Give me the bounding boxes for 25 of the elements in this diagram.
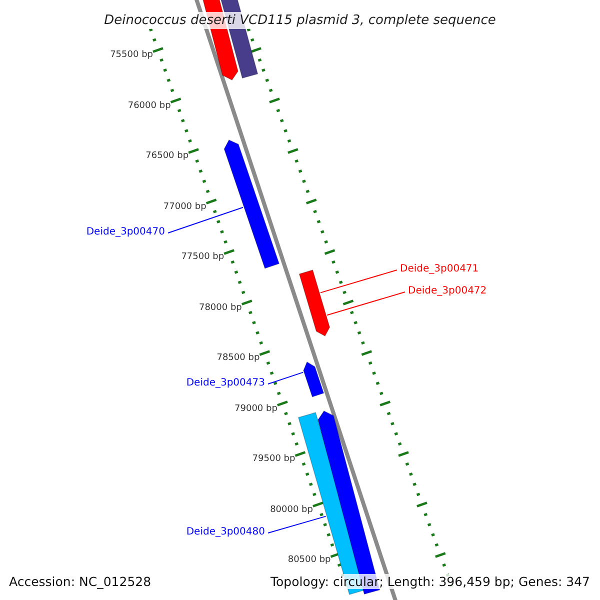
scale-label: 78500 bp — [216, 353, 260, 363]
scale-label: 80500 bp — [288, 555, 331, 565]
scale-label: 76000 bp — [128, 100, 171, 110]
accession-text: Accession: NC_012528 — [9, 574, 152, 589]
leader-line — [268, 372, 304, 384]
scale-label: 75500 bp — [110, 50, 153, 60]
leader-line — [320, 270, 398, 294]
gene-label: Deide_3p00470 — [86, 226, 165, 238]
leader-line — [326, 292, 406, 316]
leader-line — [168, 206, 244, 234]
gene-block — [298, 270, 330, 337]
gene-block — [303, 361, 324, 398]
scale-label: 79000 bp — [234, 404, 278, 414]
summary-text: Topology: circular; Length: 396,459 bp; Genes: 347 — [270, 574, 590, 589]
leader-line — [268, 516, 326, 534]
gene-label: Deide_3p00480 — [186, 526, 265, 538]
scale-label: 78000 bp — [198, 302, 242, 312]
scale-label: 77000 bp — [163, 202, 206, 212]
gene-label: Deide_3p00472 — [408, 286, 487, 296]
scale-label: 80000 bp — [270, 504, 313, 514]
scale-label: 76500 bp — [146, 151, 189, 161]
gene-label: Deide_3p00473 — [186, 378, 265, 388]
gene-block — [224, 139, 280, 269]
scale-label: 79500 bp — [252, 454, 296, 464]
gene-label: Deide_3p00471 — [400, 264, 479, 274]
